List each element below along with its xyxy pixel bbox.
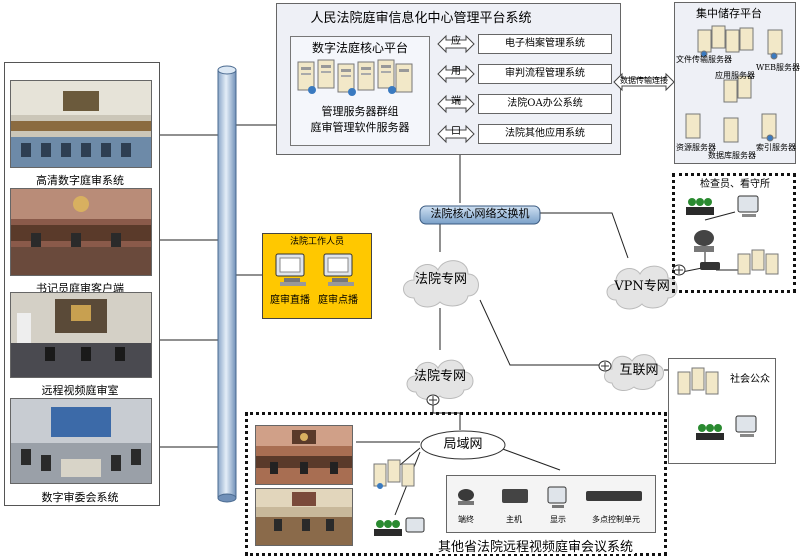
lan-ellipse bbox=[420, 430, 506, 460]
core-switch-label: 法院核心网络交换机 bbox=[430, 207, 530, 220]
interface-char-2: 用 bbox=[451, 66, 461, 77]
caption-hd-court: 高清数字庭审系统 bbox=[36, 174, 124, 187]
app-archive: 电子档案管理系统 bbox=[505, 38, 585, 49]
app-box-archive bbox=[478, 34, 612, 54]
storage-servers bbox=[685, 25, 783, 143]
inspection-devices bbox=[686, 195, 779, 275]
caption-digital-committee: 数字审委会系统 bbox=[41, 491, 119, 504]
cloud-vpn bbox=[606, 265, 678, 310]
remote-device-terminal: 端终 bbox=[458, 515, 474, 524]
caption-remote-video-court: 远程视频庭审室 bbox=[41, 384, 119, 397]
storage-app-server: 应用服务器 bbox=[715, 71, 755, 80]
app-box-other bbox=[478, 124, 612, 144]
cloud-internet-label: 互联网 bbox=[619, 363, 659, 378]
photo-remote-court-1 bbox=[255, 425, 353, 485]
photo-remote-video-court bbox=[10, 292, 152, 378]
cloud-court-net-1 bbox=[403, 260, 479, 308]
public-title: 社会公众 bbox=[730, 374, 770, 385]
router-court-net-2 bbox=[426, 394, 440, 406]
storage-db-server: 数据库服务器 bbox=[708, 151, 756, 160]
storage-file-server: 文件传输服务器 bbox=[676, 55, 732, 64]
network-backbone bbox=[217, 65, 237, 503]
platform-title: 人民法院庭审信息化中心管理平台系统 bbox=[310, 11, 532, 26]
storage-resource-server: 资源服务器 bbox=[676, 143, 716, 152]
public-devices bbox=[677, 367, 757, 440]
remote-caption: 其他省法院远程视频庭审会议系统 bbox=[436, 540, 636, 555]
core-line-2: 庭审管理软件服务器 bbox=[310, 121, 410, 134]
cloud-internet bbox=[604, 354, 664, 391]
storage-web-server: WEB服务器 bbox=[756, 63, 800, 72]
remote-device-icons bbox=[458, 486, 642, 508]
app-box-trial-flow bbox=[478, 64, 612, 84]
photo-clerk-client bbox=[10, 188, 152, 276]
court-staff-title: 法院工作人员 bbox=[289, 237, 344, 247]
inspection-region bbox=[672, 173, 796, 293]
cloud-court-net-2-label: 法院专网 bbox=[413, 369, 466, 384]
storage-index-server: 索引服务器 bbox=[756, 143, 796, 152]
remote-device-box bbox=[446, 475, 656, 533]
caption-clerk-client: 书记员庭审客户端 bbox=[36, 282, 124, 295]
core-switch bbox=[419, 205, 541, 225]
photo-remote-court-2 bbox=[255, 488, 353, 546]
core-line-1: 管理服务器群组 bbox=[321, 105, 399, 118]
core-server-group bbox=[297, 59, 413, 96]
interface-arrows bbox=[437, 34, 475, 144]
cloud-court-net-1-label: 法院专网 bbox=[414, 272, 467, 287]
remote-device-mcu: 多点控制单元 bbox=[592, 515, 640, 524]
court-staff-vod: 庭审点播 bbox=[318, 295, 358, 306]
cloud-vpn-label: VPN专网 bbox=[614, 279, 670, 294]
interface-char-4: 口 bbox=[451, 126, 461, 137]
photo-digital-committee bbox=[10, 398, 152, 484]
court-staff-pcs bbox=[275, 253, 354, 286]
remote-device-display: 显示 bbox=[550, 515, 566, 524]
app-other: 法院其他应用系统 bbox=[505, 128, 585, 139]
remote-users bbox=[374, 517, 425, 536]
data-transfer-label: 数据传输连接 bbox=[620, 76, 668, 85]
inspection-title: 检查员、看守所 bbox=[700, 179, 770, 190]
app-box-oa bbox=[478, 94, 612, 114]
storage-title: 集中储存平台 bbox=[696, 7, 762, 20]
app-trial-flow: 审判流程管理系统 bbox=[505, 68, 585, 79]
remote-region bbox=[245, 412, 667, 556]
core-platform-title: 数字法庭核心平台 bbox=[311, 41, 408, 55]
remote-device-host: 主机 bbox=[506, 515, 522, 524]
court-staff-live: 庭审直播 bbox=[270, 295, 310, 306]
interface-char-1: 应 bbox=[451, 36, 461, 47]
remote-servers bbox=[373, 459, 415, 489]
router-internet bbox=[598, 360, 612, 372]
lan-label: 局域网 bbox=[443, 437, 483, 452]
cloud-court-net-2 bbox=[406, 359, 474, 400]
photo-hd-court bbox=[10, 80, 152, 168]
app-oa: 法院OA办公系统 bbox=[507, 98, 583, 109]
interface-char-3: 端 bbox=[451, 96, 461, 107]
